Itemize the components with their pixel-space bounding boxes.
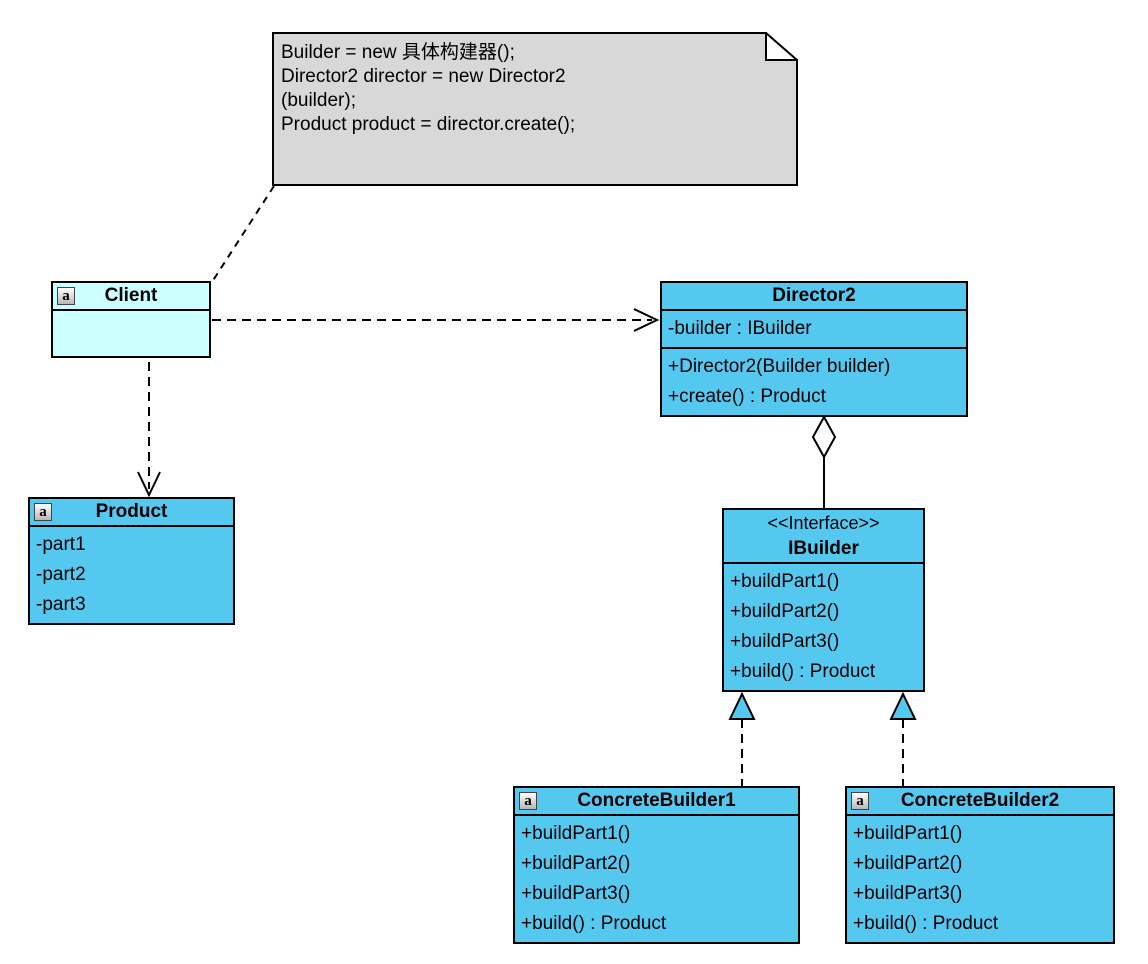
- dependency-client-director2[interactable]: [212, 308, 660, 332]
- class-concretebuilder1[interactable]: a ConcreteBuilder1 +buildPart1() +buildP…: [513, 786, 800, 944]
- method-line: +buildPart2(): [730, 601, 840, 622]
- method-line: +buildPart2(): [521, 853, 631, 874]
- attribute-line: -builder : IBuilder: [668, 318, 812, 339]
- methods-compartment: +buildPart1() +buildPart2() +buildPart3(…: [724, 562, 923, 690]
- attribute-line: -part3: [36, 594, 86, 615]
- attributes-compartment: [53, 309, 209, 356]
- attributes-compartment: -builder : IBuilder: [662, 309, 966, 347]
- method-line: +buildPart1(): [730, 571, 840, 592]
- method-line: +buildPart2(): [853, 853, 963, 874]
- uml-note[interactable]: Builder = new 具体构建器(); Director2 directo…: [281, 41, 767, 137]
- note-code-line: (builder);: [281, 90, 356, 111]
- dependency-client-product[interactable]: [137, 362, 161, 498]
- class-ibuilder[interactable]: <<Interface>> IBuilder +buildPart1() +bu…: [722, 508, 925, 692]
- class-header: a Product: [30, 499, 233, 525]
- open-arrowhead-right: [633, 308, 660, 332]
- class-concretebuilder2[interactable]: a ConcreteBuilder2 +buildPart1() +buildP…: [845, 786, 1115, 944]
- method-line: +build() : Product: [521, 913, 667, 934]
- attributes-compartment: -part1 -part2 -part3: [30, 525, 233, 623]
- method-line: +buildPart1(): [521, 823, 631, 844]
- class-a-icon: a: [34, 503, 52, 521]
- methods-compartment: +buildPart1() +buildPart2() +buildPart3(…: [847, 814, 1113, 942]
- methods-compartment: +Director2(Builder builder) +create() : …: [662, 347, 966, 415]
- class-name: ConcreteBuilder2: [900, 790, 1060, 811]
- class-header: Director2: [662, 283, 966, 309]
- method-line: +buildPart3(): [521, 883, 631, 904]
- realization-concretebuilder2-ibuilder[interactable]: [889, 691, 917, 786]
- class-product[interactable]: a Product -part1 -part2 -part3: [28, 497, 235, 625]
- class-name: ConcreteBuilder1: [577, 790, 736, 811]
- note-code-line: Builder = new 具体构建器();: [281, 42, 515, 63]
- class-name: IBuilder: [788, 538, 859, 559]
- realization-triangle: [728, 691, 756, 720]
- class-header: a Client: [53, 283, 209, 309]
- note-code-line: Product product = director.create();: [281, 114, 576, 135]
- class-header: a ConcreteBuilder1: [515, 788, 798, 814]
- class-header: <<Interface>> IBuilder: [724, 510, 923, 562]
- note-anchor-line[interactable]: [211, 185, 275, 283]
- interface-stereotype: <<Interface>>: [767, 513, 880, 533]
- class-a-icon: a: [57, 287, 75, 305]
- note-fold-corner: [765, 32, 798, 61]
- aggregation-diamond: [811, 414, 837, 460]
- class-director2[interactable]: Director2 -builder : IBuilder +Director2…: [660, 281, 968, 417]
- class-client[interactable]: a Client: [51, 281, 211, 358]
- attribute-line: -part1: [36, 534, 86, 555]
- class-header: a ConcreteBuilder2: [847, 788, 1113, 814]
- method-line: +Director2(Builder builder): [668, 356, 891, 377]
- method-line: +build() : Product: [730, 661, 876, 682]
- class-a-icon: a: [851, 792, 869, 810]
- methods-compartment: +buildPart1() +buildPart2() +buildPart3(…: [515, 814, 798, 942]
- class-name: Director2: [772, 285, 856, 306]
- realization-concretebuilder1-ibuilder[interactable]: [728, 691, 756, 786]
- method-line: +buildPart3(): [853, 883, 963, 904]
- note-code-line: Director2 director = new Director2: [281, 66, 566, 87]
- method-line: +buildPart3(): [730, 631, 840, 652]
- class-name: Product: [95, 501, 168, 522]
- aggregation-director2-ibuilder[interactable]: [811, 414, 837, 508]
- note-shape[interactable]: [272, 32, 798, 186]
- class-a-icon: a: [519, 792, 537, 810]
- method-line: +build() : Product: [853, 913, 999, 934]
- open-arrowhead-down: [137, 471, 161, 498]
- class-name: Client: [104, 285, 158, 306]
- realization-triangle: [889, 691, 917, 720]
- method-line: +buildPart1(): [853, 823, 963, 844]
- method-line: +create() : Product: [668, 386, 826, 407]
- attribute-line: -part2: [36, 564, 86, 585]
